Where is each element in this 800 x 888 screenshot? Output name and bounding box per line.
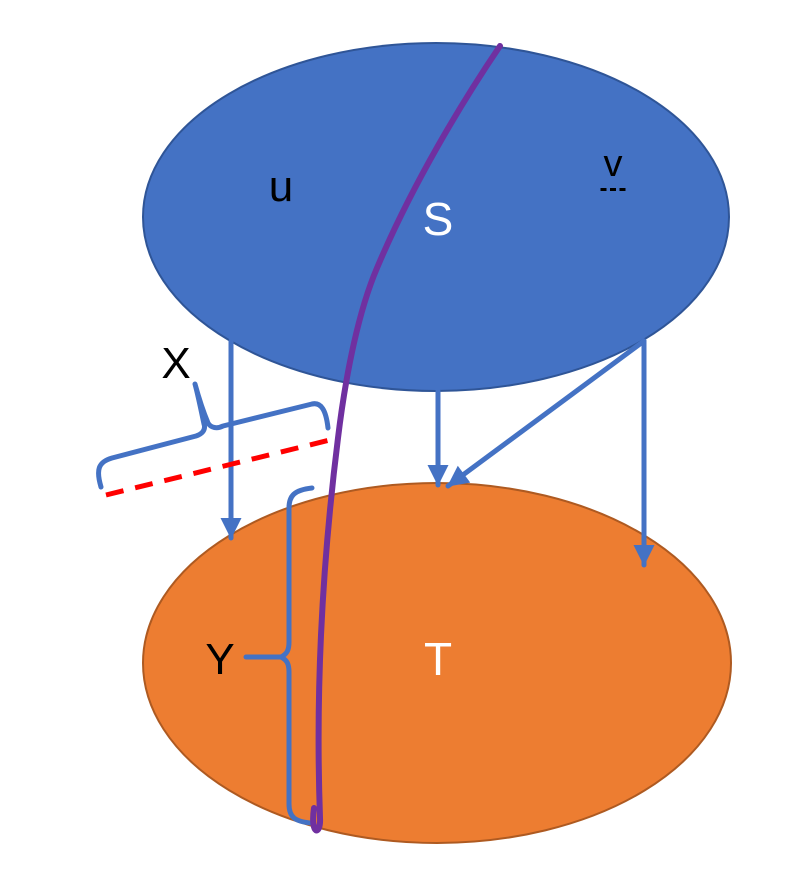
arrow-diagonal <box>445 338 647 489</box>
label-set-s: S <box>422 193 454 245</box>
label-element-v: v <box>600 145 626 191</box>
purple-curve <box>310 43 503 834</box>
brace-x <box>96 381 331 490</box>
label-element-u: u <box>268 162 294 211</box>
red-dashed-line <box>105 435 339 498</box>
label-set-t: T <box>423 633 453 685</box>
label-brace-x: X <box>161 339 191 388</box>
label-brace-y: Y <box>205 635 235 684</box>
